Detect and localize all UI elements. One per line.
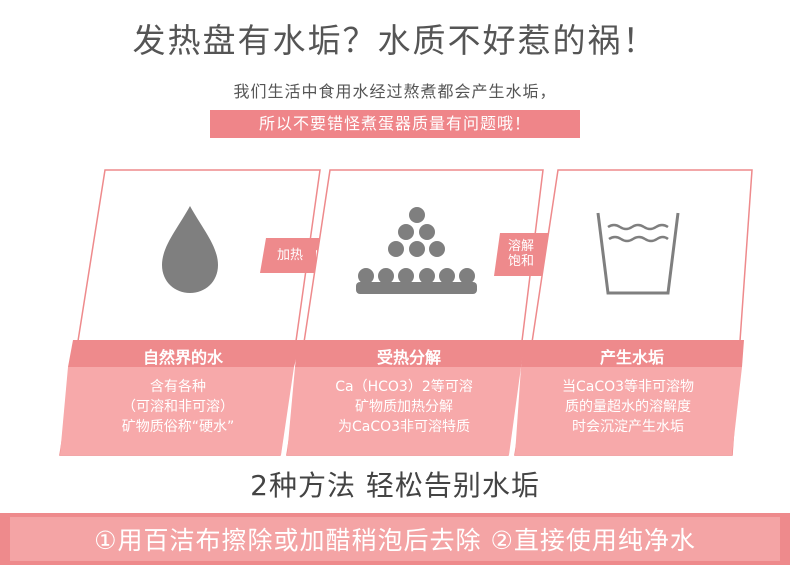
methods-bar: ①用百洁布擦除或加醋稍泡后去除 ②直接使用纯净水 bbox=[0, 513, 790, 565]
arrow-saturation-line1: 溶解 bbox=[507, 239, 534, 254]
panel-2-line: 矿物质加热分解 bbox=[355, 399, 453, 415]
page-subtitle: 我们生活中食用水经过熬煮都会产生水垢， bbox=[233, 82, 557, 101]
panel-1-line: 矿物质俗称“硬水” bbox=[121, 419, 235, 435]
arrow-heating-label: 加热 bbox=[276, 248, 303, 263]
panel-3-line: 时会沉淀产生水垢 bbox=[572, 419, 684, 435]
panel-3-label: 产生水垢 bbox=[599, 348, 664, 367]
methods-bar-inner bbox=[10, 517, 780, 561]
panel-3-line: 当CaCO3等非可溶物 bbox=[561, 379, 695, 395]
water-drop-icon bbox=[162, 206, 218, 293]
panel-natural-water bbox=[59, 169, 321, 456]
panel-1-description: 含有各种 （可溶和非可溶） 矿物质俗称“硬水” bbox=[66, 377, 290, 437]
particles-icon bbox=[356, 207, 477, 294]
page-title: 发热盘有水垢？水质不好惹的祸！ bbox=[132, 21, 658, 60]
subtitle-banner: 所以不要错怪煮蛋器质量有问题哦！ bbox=[210, 110, 580, 138]
panel-1-line: （可溶和非可溶） bbox=[122, 399, 234, 415]
panel-2-line: 为CaCO3非可溶特质 bbox=[337, 419, 471, 435]
panel-1-label: 自然界的水 bbox=[142, 348, 223, 367]
methods-title: 2种方法 轻松告别水垢 bbox=[250, 469, 540, 502]
panel-2-label: 受热分解 bbox=[376, 348, 441, 367]
panel-1-line: 含有各种 bbox=[150, 379, 206, 395]
arrow-saturation-label: 溶解 饱和 bbox=[501, 239, 541, 269]
panel-heat-decomposition bbox=[286, 169, 544, 456]
water-glass-icon bbox=[596, 212, 680, 295]
panel-2-line: Ca（HCO3）2等可溶 bbox=[335, 379, 473, 395]
banner-text: 所以不要错怪煮蛋器质量有问题哦！ bbox=[258, 114, 531, 133]
panel-3-line: 质的量超水的溶解度 bbox=[565, 399, 691, 415]
panel-2-description: Ca（HCO3）2等可溶 矿物质加热分解 为CaCO3非可溶特质 bbox=[293, 377, 515, 437]
arrow-saturation-line2: 饱和 bbox=[507, 254, 534, 269]
panel-3-description: 当CaCO3等非可溶物 质的量超水的溶解度 时会沉淀产生水垢 bbox=[518, 377, 738, 437]
panel-scale-formation bbox=[514, 169, 753, 456]
methods-text: ①用百洁布擦除或加醋稍泡后去除 ②直接使用纯净水 bbox=[94, 526, 696, 555]
